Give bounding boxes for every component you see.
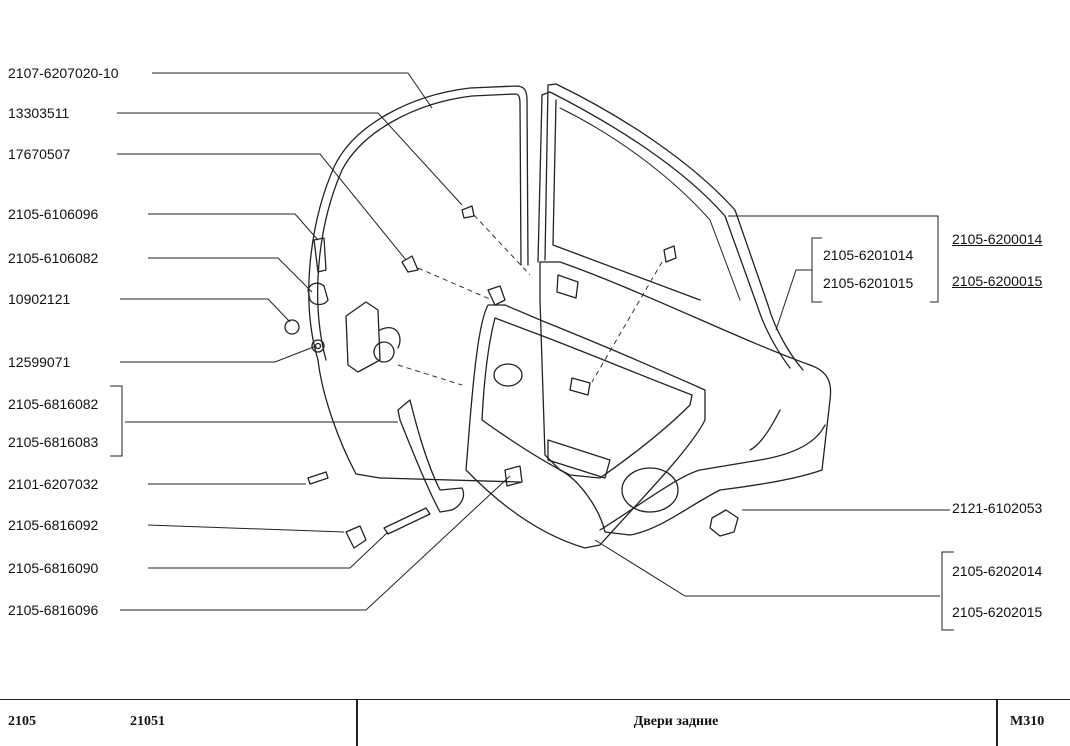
- door-frame: [547, 83, 804, 371]
- label-13303511: 13303511: [8, 105, 70, 121]
- bolt-2105-6106096: [313, 237, 327, 273]
- armrest-handle: [397, 399, 465, 513]
- rear-door-diagram: [110, 72, 954, 631]
- label-2105-6816092: 2105-6816092: [8, 517, 99, 533]
- nut-12599071: [311, 339, 325, 353]
- label-2101-6207032: 2101-6207032: [8, 476, 99, 492]
- label-2121-6102053: 2121-6102053: [952, 500, 1043, 516]
- bolt-10902121: [284, 319, 300, 335]
- label-2105-6200014: 2105-6200014: [952, 231, 1043, 247]
- label-2105-6202015: 2105-6202015: [952, 604, 1043, 620]
- label-2105-6201015: 2105-6201015: [823, 275, 914, 291]
- label-2105-6200015: 2105-6200015: [952, 273, 1043, 289]
- label-12599071: 12599071: [8, 354, 71, 370]
- label-2105-6202014: 2105-6202014: [952, 563, 1043, 579]
- door-glass: [559, 107, 741, 301]
- screw-2105-6816090: [383, 507, 431, 535]
- plug-2101-6207032: [307, 471, 329, 485]
- door-trim-panel: [465, 304, 706, 549]
- model-code-secondary: 21051: [130, 714, 165, 729]
- sheet-code: М310: [1010, 714, 1045, 729]
- door-seal: [308, 85, 529, 361]
- door-body: [539, 261, 832, 536]
- screw-17670507: [401, 255, 419, 273]
- door-lock: [345, 301, 381, 373]
- title-block: 2105 21051 Двери задние М310: [0, 699, 1070, 746]
- model-code-primary: 2105: [8, 714, 36, 729]
- screw-13303511: [461, 205, 475, 219]
- cap-2105-6816092: [345, 525, 367, 549]
- label-10902121: 10902121: [8, 291, 71, 307]
- label-17670507: 17670507: [8, 146, 71, 162]
- label-2107-6207020-10: 2107-6207020-10: [8, 65, 119, 81]
- bracket-2105-6106082: [307, 282, 329, 306]
- title-block-divider: [996, 700, 998, 746]
- screw-2105-6201014: [663, 245, 677, 263]
- label-2105-6816082: 2105-6816082: [8, 396, 99, 412]
- title-block-divider: [356, 700, 358, 746]
- bushing-2121-6102053: [709, 509, 739, 537]
- label-2105-6201014: 2105-6201014: [823, 247, 914, 263]
- label-2105-6816096: 2105-6816096: [8, 602, 99, 618]
- sheet-title: Двери задние: [633, 714, 719, 729]
- label-2105-6106082: 2105-6106082: [8, 250, 99, 266]
- label-2105-6816090: 2105-6816090: [8, 560, 99, 576]
- label-2105-6106096: 2105-6106096: [8, 206, 99, 222]
- label-2105-6816083: 2105-6816083: [8, 434, 99, 450]
